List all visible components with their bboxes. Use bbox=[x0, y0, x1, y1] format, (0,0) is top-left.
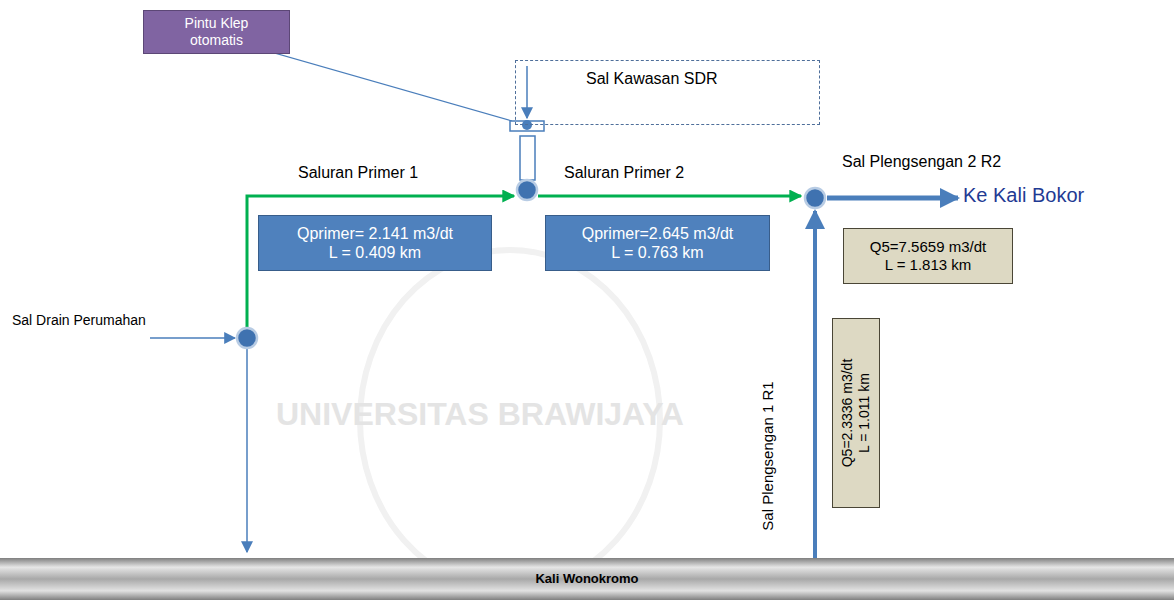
gate-callout-box: Pintu Klep otomatis bbox=[143, 10, 290, 54]
gate-channel bbox=[520, 136, 535, 180]
river-band: Kali Wonokromo bbox=[0, 558, 1174, 600]
channel-name: Sal Drain Perumahan bbox=[12, 312, 146, 328]
label-text: Sal Drain Perumahan bbox=[12, 312, 146, 328]
node-text: Qprimer=2.645 m3/dt L = 0.763 km bbox=[578, 224, 738, 262]
destination-label: Ke Kali Bokor bbox=[963, 184, 1084, 207]
flow-info-box: Qprimer=2.645 m3/dt L = 0.763 km bbox=[545, 215, 770, 271]
junction-node bbox=[237, 328, 257, 348]
area-channel-box: Sal Kawasan SDR bbox=[515, 60, 820, 125]
leader-line bbox=[250, 46, 512, 121]
node-text: Qprimer= 2.141 m3/dt L = 0.409 km bbox=[295, 224, 455, 262]
gate-flap bbox=[510, 121, 544, 131]
primary-channel-2 bbox=[538, 195, 801, 198]
plengsengan-2-channel bbox=[827, 196, 958, 201]
node-text: Q5=2.3336 m3/dt L = 1.011 km bbox=[839, 356, 873, 470]
flow-info-box: Qprimer= 2.141 m3/dt L = 0.409 km bbox=[258, 215, 492, 271]
channel-name: Saluran Primer 1 bbox=[298, 164, 418, 182]
drain-inflow-arrow bbox=[150, 337, 235, 339]
flow-info-box: Q5=2.3336 m3/dt L = 1.011 km bbox=[832, 318, 880, 508]
watermark-seal bbox=[360, 250, 660, 590]
outflow-arrow bbox=[246, 349, 248, 552]
label-text: Sal Plengsengan 1 R1 bbox=[759, 381, 776, 530]
channel-name: Sal Plengsengan 2 R2 bbox=[842, 153, 1001, 171]
label-text: Saluran Primer 2 bbox=[564, 164, 684, 181]
node-text: Kali Wonokromo bbox=[535, 571, 638, 587]
label-text: Saluran Primer 1 bbox=[298, 164, 418, 181]
primary-channel-1 bbox=[247, 196, 514, 328]
inflow-arrow bbox=[526, 66, 528, 118]
label-text: Ke Kali Bokor bbox=[963, 184, 1084, 206]
watermark: UNIVERSITAS BRAWIJAYA bbox=[276, 396, 684, 433]
junction-node bbox=[517, 180, 537, 200]
node-text: Pintu Klep otomatis bbox=[167, 15, 267, 49]
rotated-holder: Q5=2.3336 m3/dt L = 1.011 km bbox=[832, 318, 880, 508]
node-text: Sal Kawasan SDR bbox=[586, 69, 718, 88]
gate-pivot bbox=[522, 120, 532, 130]
channel-name: Saluran Primer 2 bbox=[564, 164, 684, 182]
node-text: Q5=7.5659 m3/dt L = 1.813 km bbox=[867, 238, 989, 274]
label-text: UNIVERSITAS BRAWIJAYA bbox=[276, 396, 684, 432]
flow-info-box: Q5=7.5659 m3/dt L = 1.813 km bbox=[843, 228, 1013, 284]
label-text: Sal Plengsengan 2 R2 bbox=[842, 153, 1001, 170]
junction-node bbox=[805, 188, 825, 208]
channel-name: Sal Plengsengan 1 R1 bbox=[759, 381, 776, 530]
plengsengan-1-channel bbox=[813, 211, 817, 558]
